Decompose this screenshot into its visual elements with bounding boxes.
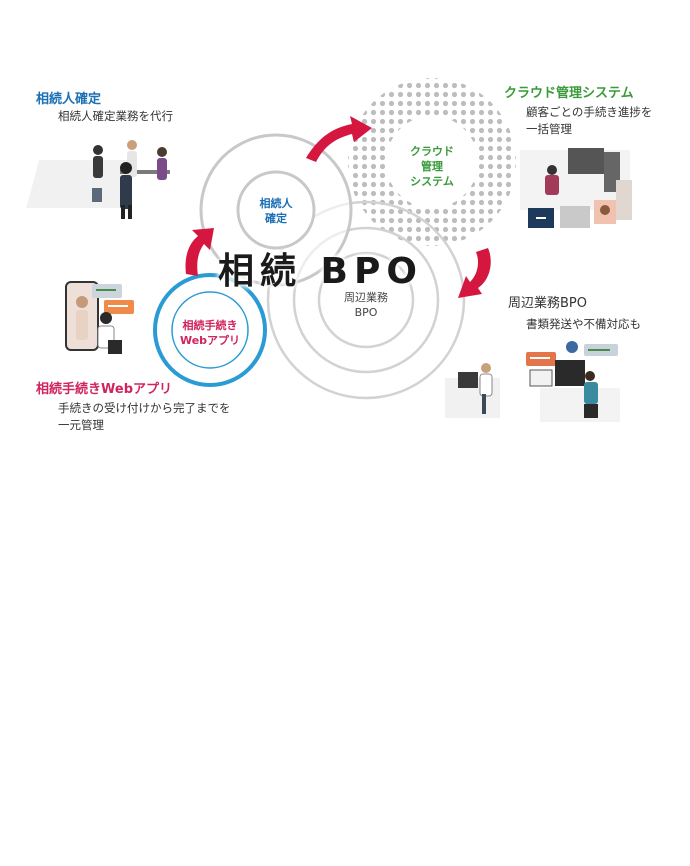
- heir-circle-label: 相続人 確定: [259, 197, 293, 225]
- cloud-description-line-2: 一括管理: [526, 122, 572, 136]
- arrow-cloud-to-peripheral: [458, 248, 491, 298]
- heir-description: 相続人確定業務を代行: [58, 109, 173, 123]
- cloud-system-illustration: [520, 148, 632, 228]
- webapp-circle-label: 相続手続き Webアプリ: [179, 319, 241, 347]
- webapp-user-illustration: [65, 281, 134, 354]
- peripheral-rings: [266, 200, 466, 400]
- flow-arrows: [185, 116, 491, 298]
- arrow-webapp-to-heir: [185, 228, 214, 276]
- cloud-circle-label: クラウド 管理 システム: [410, 145, 454, 188]
- webapp-ring: [153, 273, 267, 387]
- main-title: 相続 BPO: [218, 251, 423, 292]
- peripheral-description: 書類発送や不備対応も: [526, 317, 641, 331]
- webapp-description-line-2: 一元管理: [58, 418, 104, 432]
- arrow-heir-to-cloud: [306, 116, 372, 162]
- cloud-heading: クラウド管理システム: [504, 86, 634, 101]
- peripheral-heading: 周辺業務BPO: [508, 296, 587, 311]
- heir-rings: [199, 133, 353, 287]
- cloud-description-line-1: 顧客ごとの手続き進捗を: [526, 105, 653, 119]
- peripheral-circle-label: 周辺業務 BPO: [344, 291, 388, 319]
- heir-heading: 相続人確定: [36, 92, 102, 107]
- webapp-heading: 相続手続きWebアプリ: [36, 382, 172, 397]
- peripheral-work-illustration: [445, 341, 620, 422]
- webapp-description-line-1: 手続きの受け付けから完了までを: [58, 401, 231, 415]
- office-meeting-illustration: [26, 140, 170, 219]
